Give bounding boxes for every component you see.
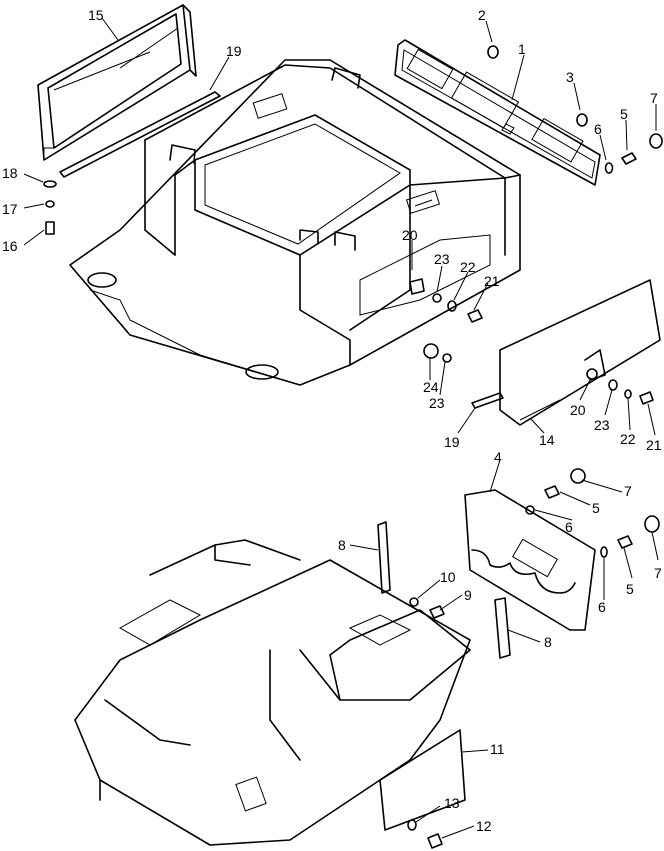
callout-5-mid: 5 (592, 500, 600, 516)
part-11-plate (379, 729, 466, 831)
callout-6-mid: 6 (565, 519, 573, 535)
part-4-panel (464, 489, 596, 631)
callout-5-top: 5 (620, 106, 628, 122)
callout-7-low: 7 (654, 565, 662, 581)
callout-21-right: 21 (646, 437, 662, 453)
callout-20-right: 20 (570, 402, 586, 418)
hardware-lower (407, 468, 660, 849)
part-1-cover-panel (394, 39, 601, 186)
callout-15: 15 (88, 7, 104, 23)
callout-1: 1 (518, 41, 526, 57)
callout-5-low: 5 (626, 581, 634, 597)
callout-13: 13 (444, 795, 460, 811)
callout-8-right: 8 (544, 634, 552, 650)
callout-17: 17 (2, 201, 18, 217)
hardware-upper (43, 45, 663, 405)
callout-23-mid: 23 (429, 395, 445, 411)
part-14-side-panel (499, 279, 661, 426)
lower-frame (74, 539, 471, 846)
callout-11: 11 (490, 741, 505, 757)
callout-16: 16 (2, 238, 18, 254)
callout-12: 12 (476, 818, 492, 834)
part-8-brackets (377, 521, 511, 659)
callout-14: 14 (539, 432, 555, 448)
callout-22-top: 22 (460, 259, 476, 275)
part-15-side-frame (37, 4, 197, 161)
callout-19-lower: 19 (444, 434, 460, 450)
leader-lines (23, 17, 659, 839)
callout-23-top: 23 (434, 251, 450, 267)
callout-2: 2 (478, 7, 486, 23)
callout-20-left: 20 (402, 227, 418, 243)
callout-18: 18 (2, 165, 18, 181)
callout-24: 24 (423, 379, 439, 395)
part-19-strip-top (59, 91, 221, 178)
callout-9: 9 (464, 587, 472, 603)
callout-3: 3 (566, 69, 574, 85)
callout-numbers: 15 2 1 19 3 7 5 6 18 17 16 20 23 22 21 2… (2, 7, 662, 834)
callout-6-low: 6 (598, 599, 606, 615)
callout-10: 10 (440, 569, 456, 585)
cab-body (69, 59, 521, 386)
callout-7-mid: 7 (624, 483, 632, 499)
callout-23-right: 23 (594, 417, 610, 433)
callout-7-top: 7 (650, 90, 658, 106)
callout-4: 4 (494, 449, 502, 465)
part-19-strip-lower (471, 392, 504, 409)
callout-6-top: 6 (594, 121, 602, 137)
callout-19-top: 19 (226, 43, 242, 59)
callout-8-left: 8 (338, 537, 346, 553)
callout-21-top: 21 (484, 273, 500, 289)
callout-22-right: 22 (620, 431, 636, 447)
